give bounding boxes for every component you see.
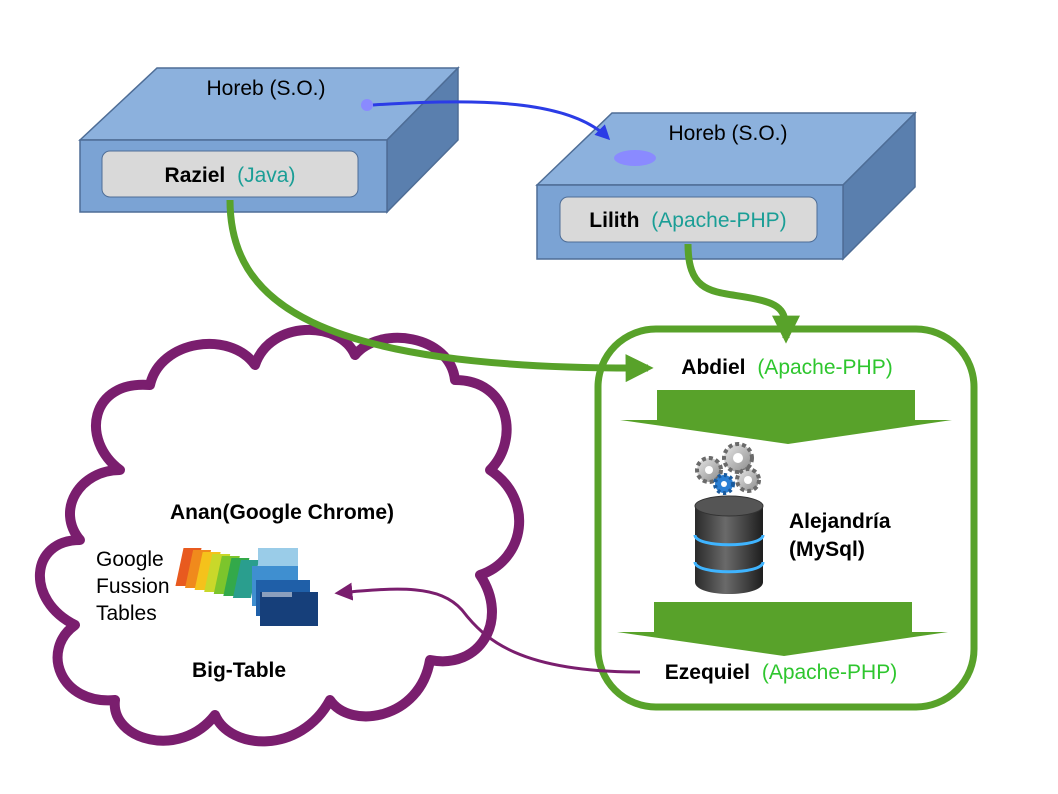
server-1-app-tech: (Java)	[237, 164, 295, 187]
server-1-app-label: Raziel (Java)	[165, 164, 296, 187]
cloud-outline	[34, 324, 525, 747]
cloud-footer: Big-Table	[192, 659, 286, 682]
database-label-line-1: Alejandría	[789, 510, 891, 533]
server-2-os-label: Horeb (S.O.)	[668, 122, 787, 145]
server-1-app-panel	[101, 150, 359, 198]
os-link-arrow	[361, 99, 656, 166]
server-1-os-label: Horeb (S.O.)	[206, 77, 325, 100]
top-node-tech: (Apache-PHP)	[757, 356, 892, 379]
service-container: Abdiel (Apache-PHP) Al	[594, 325, 978, 711]
flow-arrow-bottom	[617, 602, 948, 656]
folders-icon	[175, 548, 318, 626]
cloud: Anan(Google Chrome) Google Fussion Table…	[34, 324, 525, 747]
database-gears-icon	[693, 442, 765, 594]
database-label-line-2: (MySql)	[789, 538, 865, 561]
bottom-node-name: Ezequiel	[665, 661, 750, 684]
connector-raziel-to-abdiel	[226, 199, 654, 383]
server-1-app-name: Raziel	[165, 164, 226, 187]
top-node-name: Abdiel	[681, 356, 745, 379]
os-link-start-dot	[361, 99, 373, 111]
gear-icon	[695, 442, 761, 495]
cloud-service-line-2: Fussion	[96, 575, 170, 598]
server-box-2: Horeb (S.O.) Lilith (Apache-PHP)	[535, 111, 917, 261]
cloud-service-line-1: Google	[96, 548, 164, 571]
connector-lilith-to-abdiel	[684, 243, 800, 344]
cloud-service-line-3: Tables	[96, 602, 157, 625]
top-node-label: Abdiel (Apache-PHP)	[681, 356, 892, 379]
os-link-end-dot	[614, 150, 656, 166]
server-2-app-tech: (Apache-PHP)	[651, 209, 786, 232]
connector-ezequiel-to-cloud	[334, 582, 641, 674]
server-2-app-panel	[559, 196, 818, 243]
server-2-app-label: Lilith (Apache-PHP)	[589, 209, 786, 232]
bottom-node-label: Ezequiel (Apache-PHP)	[665, 661, 897, 684]
bottom-node-tech: (Apache-PHP)	[762, 661, 897, 684]
server-box-1: Horeb (S.O.) Raziel (Java)	[78, 66, 460, 214]
cloud-title: Anan(Google Chrome)	[170, 501, 394, 524]
database-cylinder-icon	[693, 495, 765, 594]
flow-arrow-top	[620, 390, 952, 444]
server-2-app-name: Lilith	[589, 209, 639, 232]
